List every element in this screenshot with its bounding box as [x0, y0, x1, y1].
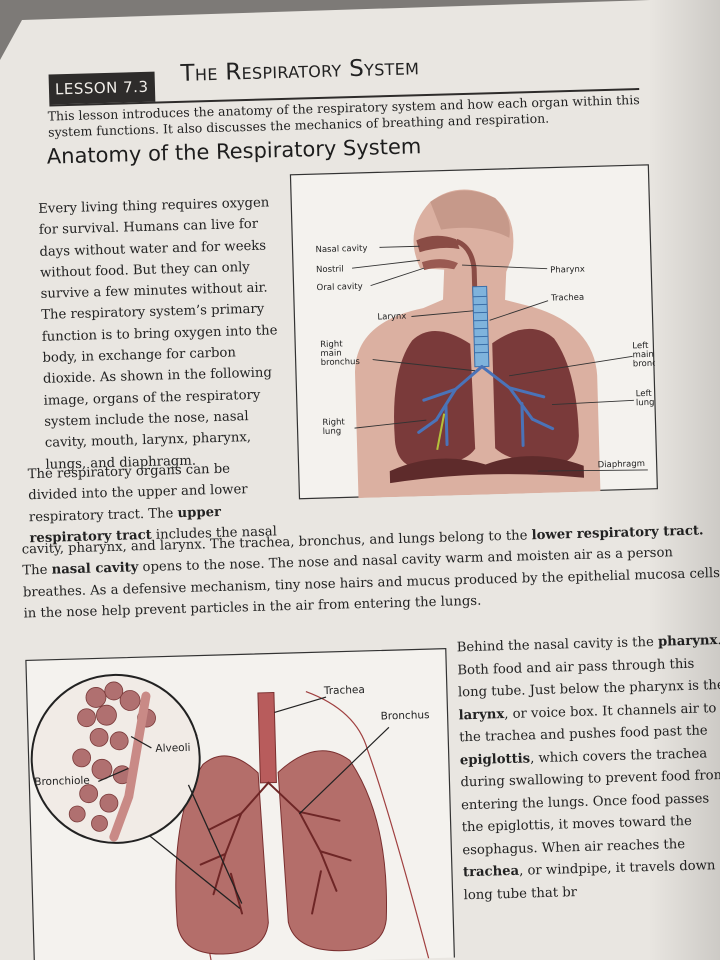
bronchiole-shape — [109, 691, 151, 842]
label-pharynx: Pharynx — [550, 265, 585, 276]
figure-2-leader-lines — [98, 696, 390, 815]
body-outline-right — [305, 691, 435, 960]
zoom-line-bottom — [149, 835, 241, 910]
lungs-alveoli-figure: Trachea Bronchus Alveoli Bronchiole — [25, 648, 456, 960]
label-oral-cavity: Oral cavity — [316, 282, 362, 293]
label-trachea-2: Trachea — [323, 684, 365, 697]
label-right-lung-line2: lung — [323, 427, 342, 438]
bronchial-tree-2 — [199, 781, 352, 915]
paragraph-1: Every living thing requires oxygen for s… — [38, 195, 278, 473]
label-right-lung-line1: Right — [322, 417, 345, 428]
lesson-badge: LESSON 7.3 — [48, 71, 155, 105]
label-right-main-bronchus-line2: main — [320, 348, 342, 359]
paragraph-4-text: Behind the nasal cavity is the — [456, 634, 659, 656]
label-left-main-bronchus-line1: Left — [632, 341, 649, 351]
head-shade — [430, 190, 510, 238]
page-curl-shadow — [648, 0, 720, 960]
label-left-main-bronchus-line2: main — [632, 350, 654, 361]
pharynx-shape — [455, 238, 478, 299]
label-left-lung-line2: lung — [636, 398, 655, 409]
trachea-shape-2 — [257, 691, 277, 784]
label-trachea: Trachea — [550, 293, 584, 304]
label-nasal-cavity: Nasal cavity — [315, 244, 367, 255]
term-trachea: trachea — [462, 863, 520, 881]
label-larynx: Larynx — [377, 312, 406, 323]
trachea-shape — [472, 285, 490, 368]
label-bronchus: Bronchus — [380, 709, 429, 722]
label-right-main-bronchus-line1: Right — [320, 339, 343, 350]
respiratory-anatomy-figure: Nasal cavity Nostril Oral cavity Larynx … — [289, 164, 658, 500]
left-lung-shape-2 — [277, 750, 388, 952]
zoom-line-top — [187, 784, 243, 904]
term-nasal-cavity: nasal cavity — [51, 560, 139, 578]
alveoli-magnifier — [30, 673, 201, 844]
label-diaphragm: Diaphragm — [598, 459, 646, 470]
label-nostril: Nostril — [316, 264, 344, 275]
term-epiglottis: epiglottis — [459, 750, 531, 768]
diaphragm-shape — [389, 456, 585, 484]
lesson-title: The Respiratory System — [180, 54, 420, 87]
paragraph-3: cavity, pharynx, and larynx. The trachea… — [22, 520, 720, 625]
paragraph-3-text-2: The — [22, 562, 52, 579]
right-lung-shape — [394, 330, 476, 469]
figure-1-leader-lines — [352, 245, 648, 472]
label-bronchiole: Bronchiole — [34, 775, 90, 789]
label-left-lung-line1: Left — [636, 389, 653, 399]
oral-cavity-shape — [421, 259, 458, 271]
bronchial-tree — [417, 365, 555, 447]
label-right-main-bronchus-line3: bronchus — [321, 357, 361, 368]
section-heading: Anatomy of the Respiratory System — [46, 134, 422, 169]
paragraph-3-text-3: opens to the nose. The nose and nasal ca… — [22, 545, 720, 622]
label-left-main-bronchus-line3: bronchus — [633, 358, 659, 369]
bronchiole-highlight — [436, 413, 446, 451]
left-lung-shape — [492, 328, 579, 465]
term-larynx: larynx — [458, 706, 505, 723]
label-alveoli: Alveoli — [155, 742, 190, 755]
alveoli-cluster — [68, 681, 156, 832]
trachea-rings — [472, 295, 489, 354]
nasal-cavity-shape — [416, 235, 460, 253]
